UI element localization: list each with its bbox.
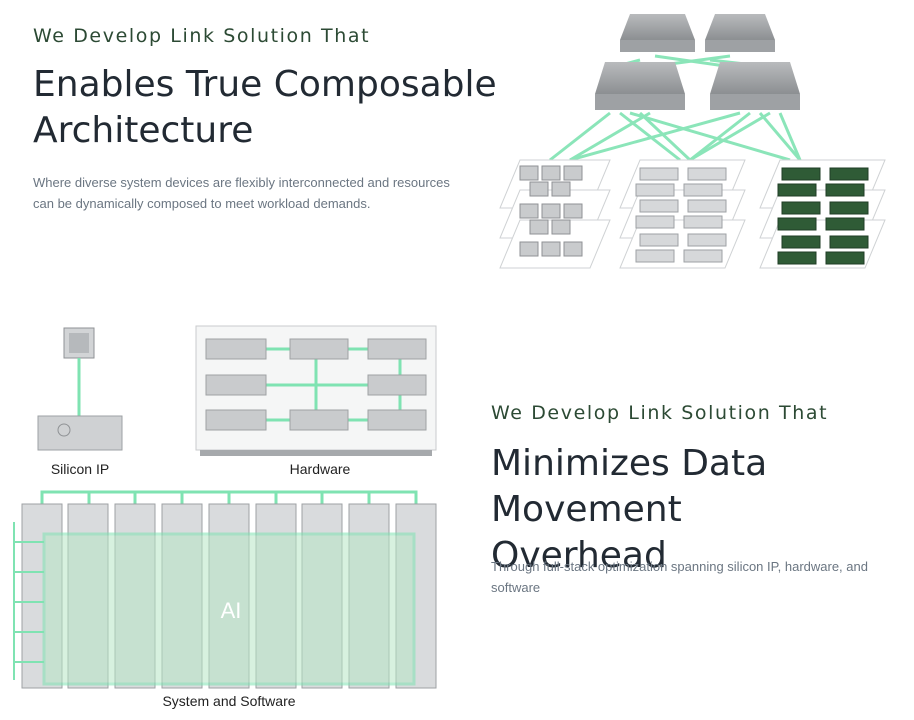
section1-description-line1: Where diverse system devices are flexibl…	[33, 175, 450, 190]
section2-description-line1: Through full-stack optimization spanning…	[491, 559, 868, 574]
switch-top-right	[705, 14, 775, 52]
section1-eyebrow: We Develop Link Solution That	[33, 25, 371, 47]
rack-cluster-illustration	[13, 490, 437, 689]
section2-headline-line1: Minimizes Data Movement	[491, 443, 768, 530]
section2-headline: Minimizes Data Movement Overhead	[491, 441, 914, 579]
switch-mid-right	[710, 62, 800, 110]
section2-description: Through full-stack optimization spanning…	[491, 556, 868, 598]
section1-headline: Enables True Composable Architecture	[33, 62, 497, 154]
ai-label: AI	[221, 598, 242, 623]
section1-headline-line1: Enables True Composable	[33, 64, 497, 105]
network-switches	[595, 14, 800, 110]
full-stack-illustration: Silicon IP Hardware	[13, 325, 437, 709]
memory-chips	[519, 165, 583, 257]
gpu-cards	[777, 167, 869, 265]
composable-architecture-illustration	[499, 14, 886, 269]
section2-headline-line2: Overhead	[491, 535, 667, 576]
hardware-caption: Hardware	[290, 461, 351, 477]
switch-top-left	[620, 14, 695, 52]
switch-mid-left	[595, 62, 685, 110]
section2-description-line2: software	[491, 580, 541, 595]
section1-headline-line2: Architecture	[33, 110, 254, 151]
system-software-caption: System and Software	[162, 693, 295, 709]
silicon-ip-caption: Silicon IP	[51, 461, 109, 477]
section1-description-line2: can be dynamically composed to meet work…	[33, 196, 371, 211]
silicon-ip-illustration	[37, 327, 123, 451]
section2-eyebrow: We Develop Link Solution That	[491, 402, 829, 424]
accelerator-cards	[635, 167, 727, 263]
section1-description: Where diverse system devices are flexibl…	[33, 172, 450, 214]
hardware-illustration	[195, 325, 437, 456]
